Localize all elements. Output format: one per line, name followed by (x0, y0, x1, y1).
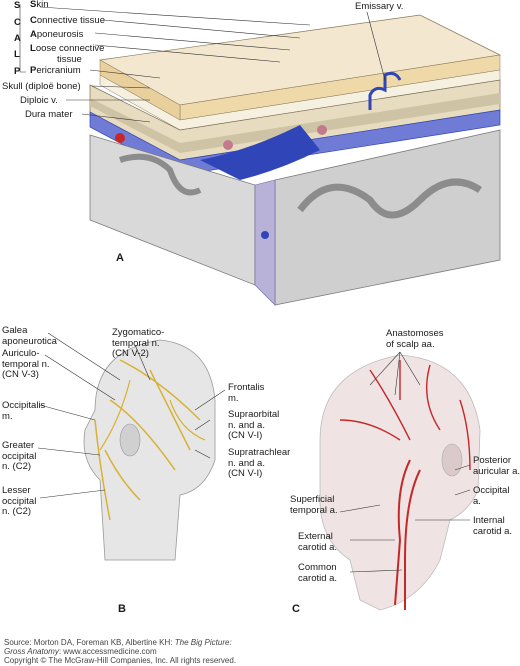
head-outline-b (83, 339, 216, 561)
meningeal-artery-left (115, 133, 125, 143)
layer-connective-tissue: Connective tissue (30, 15, 105, 26)
label-skull: Skull (diploë bone) (2, 81, 81, 92)
nerve-branches (94, 359, 201, 521)
source-citation: Source: Morton DA, Foreman KB, Albertine… (4, 638, 232, 647)
source-citation-2: Gross Anatomy: www.accessmedicine.com (4, 647, 157, 656)
scalp-letter-s: S (14, 0, 21, 11)
scalp-letter-a: A (14, 33, 21, 44)
head-nerves-figure (83, 339, 216, 561)
inferior-sagittal-sinus (261, 231, 269, 239)
ear-c (441, 443, 463, 477)
label-auriculotemporal-nerve: Auriculo-temporal n.(CN V-3) (2, 348, 50, 380)
layer-loose-connective: Loose connective (30, 43, 105, 54)
copyright-notice: Copyright © The McGraw-Hill Companies, I… (4, 656, 237, 665)
panel-a-leader-lines (19, 4, 386, 123)
label-zygomaticotemporal-nerve: Zygomatico-temporal n.(CN V-2) (112, 327, 165, 359)
scalp-arteries (339, 360, 471, 471)
layer-pericranium: Pericranium (30, 65, 81, 76)
layer-loose-connective-2: tissue (57, 54, 82, 65)
head-outline-c (319, 354, 481, 611)
head-arteries-figure (319, 354, 481, 611)
panel-c-leader-lines (339, 351, 471, 573)
emissary-vein (368, 71, 402, 110)
falx-cerebri (254, 179, 276, 306)
ear-b (119, 423, 141, 457)
carotid-arteries (394, 459, 421, 610)
label-dura-mater: Dura mater (25, 109, 73, 120)
gyrus-curve (297, 178, 482, 219)
gyrus-curve (119, 153, 202, 196)
scalp-letter-p: P (14, 66, 21, 77)
panel-b-leader-lines (37, 332, 226, 499)
panel-letter-c: C (292, 603, 300, 615)
arachnoid-granulation (223, 140, 233, 150)
layer-skin: Skin (30, 0, 49, 10)
panel-letter-a: A (116, 252, 124, 264)
panel-letter-b: B (118, 603, 126, 615)
arachnoid-granulation (317, 125, 327, 135)
nerve-branches (99, 379, 206, 451)
scalp-block-diagram (89, 14, 502, 306)
label-emissary-vein: Emissary v. (355, 1, 404, 12)
layer-aponeurosis: Aponeurosis (30, 29, 84, 40)
superior-sagittal-sinus (200, 125, 320, 180)
scalp-letter-l: L (14, 49, 20, 60)
label-diploic-vein: Diploic v. (20, 95, 58, 106)
scalp-letter-c: C (14, 17, 21, 28)
